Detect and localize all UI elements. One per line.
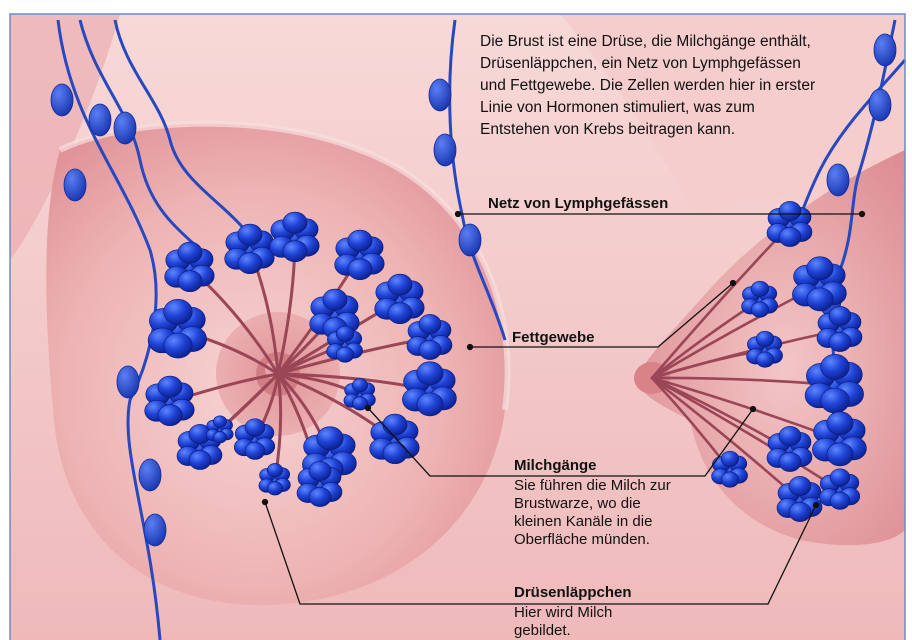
lobule-part	[213, 416, 226, 428]
lobule-part	[821, 354, 850, 379]
lobule-part	[238, 253, 262, 274]
lobule-part	[807, 288, 833, 311]
lobule-part	[323, 289, 347, 310]
lymph-node	[434, 134, 456, 166]
lobule-part	[830, 492, 850, 509]
lobule-part	[158, 405, 182, 426]
lobule-part	[336, 347, 354, 362]
lobule-part	[779, 201, 801, 220]
lobule-part	[283, 212, 307, 233]
lobule-part	[317, 427, 343, 450]
lobule-part	[827, 443, 853, 466]
lobule-part	[352, 378, 367, 391]
leader-dot	[263, 500, 268, 505]
lobule-part	[830, 469, 850, 486]
lobule-part	[821, 388, 850, 413]
lobule-part	[721, 451, 739, 466]
lymph-node	[114, 112, 136, 144]
lobule-part	[419, 340, 441, 359]
lobule-part	[779, 452, 801, 471]
label-milk-ducts: Milchgänge	[514, 457, 597, 475]
lobule-part	[807, 257, 833, 280]
lymph-node	[869, 89, 891, 121]
leader-dot	[731, 281, 736, 286]
lobule-part	[348, 230, 372, 251]
lobule-part	[721, 472, 739, 487]
lobule-part	[789, 476, 811, 495]
lobule-part	[164, 333, 193, 358]
milk-ducts-description: Sie führen die Milch zur Brustwarze, wo …	[514, 477, 682, 549]
lymph-node	[139, 459, 161, 491]
leader-dot	[860, 212, 865, 217]
lobule-part	[383, 443, 407, 464]
leader-dot	[456, 212, 461, 217]
lobule-part	[309, 461, 331, 480]
lobule-part	[779, 426, 801, 445]
lobule-part	[283, 241, 307, 262]
label-lymph-network: Netz von Lymphgefässen	[488, 195, 668, 213]
lymph-node	[827, 164, 849, 196]
label-fat-tissue: Fettgewebe	[512, 329, 595, 347]
lobule-part	[178, 271, 202, 292]
lobule-part	[178, 242, 202, 263]
lobule-part	[779, 227, 801, 246]
lobule-part	[383, 414, 407, 435]
lymph-node	[117, 366, 139, 398]
lobule-part	[158, 376, 182, 397]
lobule-part	[388, 303, 412, 324]
lobule-part	[756, 331, 774, 346]
lobule-part	[829, 306, 851, 325]
lobule-part	[756, 352, 774, 367]
lymph-node	[459, 224, 481, 256]
lymph-node	[874, 34, 896, 66]
lobule-part	[348, 259, 372, 280]
lobule-part	[245, 442, 265, 459]
lobule-part	[238, 224, 262, 245]
lobule-part	[267, 463, 282, 476]
lobule-part	[309, 487, 331, 506]
lobule-part	[245, 419, 265, 436]
lymph-node	[51, 84, 73, 116]
lobule-part	[827, 412, 853, 435]
lymph-node	[64, 169, 86, 201]
lobule-part	[267, 482, 282, 495]
lobule-part	[751, 281, 769, 296]
lobule-part	[419, 314, 441, 333]
lobule-part	[336, 326, 354, 341]
lobule-part	[789, 502, 811, 521]
leader-dot	[814, 503, 819, 508]
lobule-part	[751, 302, 769, 317]
lobule-part	[164, 299, 193, 324]
leader-dot	[751, 407, 756, 412]
lobule-part	[417, 393, 443, 416]
lobule-part	[829, 332, 851, 351]
lobule-part	[189, 450, 211, 469]
leader-dot	[468, 345, 473, 350]
lobule-part	[417, 362, 443, 385]
lymph-node	[89, 104, 111, 136]
lymph-node	[429, 79, 451, 111]
lobule-part	[213, 431, 226, 443]
label-lobules: Drüsenläppchen	[514, 584, 632, 602]
lymph-node	[144, 514, 166, 546]
leader-dot	[366, 406, 371, 411]
intro-paragraph: Die Brust ist eine Drüse, die Milchgänge…	[480, 31, 820, 141]
lobules-description: Hier wird Milch gebildet.	[514, 604, 644, 640]
lobule-part	[388, 274, 412, 295]
